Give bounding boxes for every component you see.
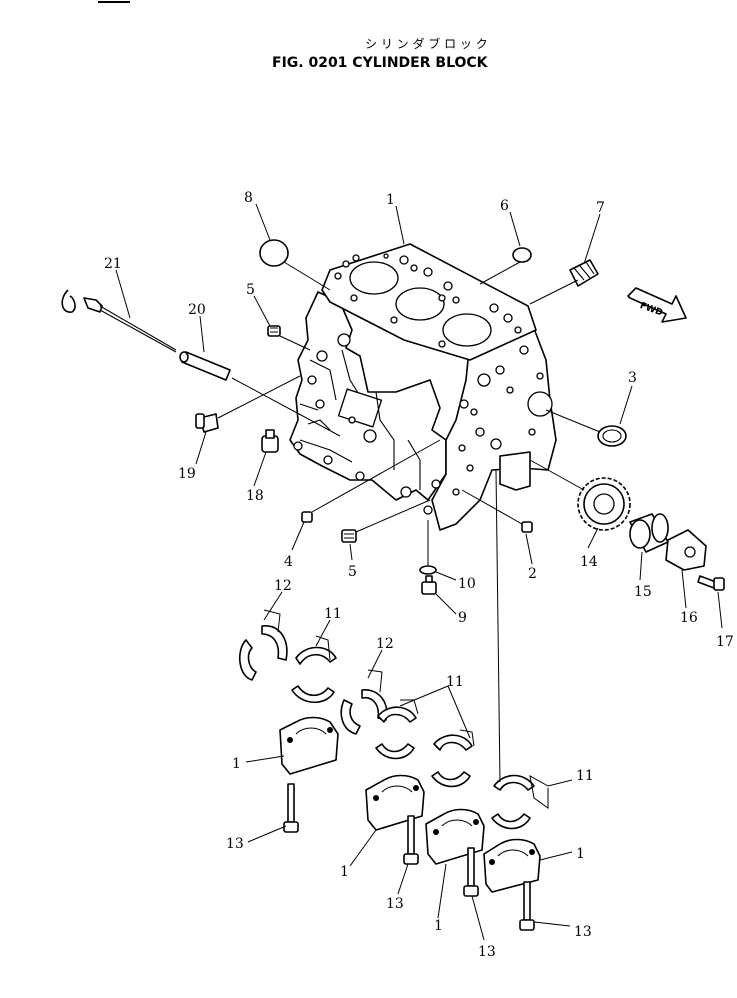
plug-part-4 bbox=[301, 511, 313, 523]
plug-part-9 bbox=[421, 575, 437, 595]
callout-1-cap-b: 1 bbox=[340, 864, 349, 880]
o-ring-part-8 bbox=[259, 239, 289, 267]
callout-14: 14 bbox=[580, 554, 598, 570]
callout-13-b: 13 bbox=[386, 896, 404, 912]
plug-part-19 bbox=[195, 413, 219, 433]
plug-part-7 bbox=[569, 259, 599, 287]
callout-1-block: 1 bbox=[386, 192, 395, 208]
bearing-cap-part-1-b bbox=[365, 774, 425, 831]
callout-1-cap-c: 1 bbox=[434, 918, 443, 934]
leader-lines bbox=[115, 203, 723, 941]
bolt-part-13-d bbox=[519, 881, 535, 931]
callout-12-b: 12 bbox=[376, 636, 394, 652]
callout-13-d: 13 bbox=[574, 924, 592, 940]
callout-20: 20 bbox=[188, 302, 206, 318]
callout-5-upper: 5 bbox=[246, 282, 255, 298]
cap-part-6 bbox=[512, 247, 532, 263]
callout-12-a: 12 bbox=[274, 578, 292, 594]
cylinder-bore-1 bbox=[349, 261, 399, 295]
bolt-part-13-a bbox=[283, 783, 299, 833]
bearing-cap-part-1-d bbox=[483, 838, 541, 893]
cylinder-bore-2 bbox=[395, 287, 445, 321]
pipe-part-20 bbox=[179, 351, 231, 381]
callout-8: 8 bbox=[244, 190, 253, 206]
thrust-washer-part-12-b bbox=[340, 689, 388, 735]
callout-9: 9 bbox=[458, 610, 467, 626]
callout-17: 17 bbox=[716, 634, 734, 650]
cylinder-bore-3 bbox=[442, 313, 492, 347]
callout-18: 18 bbox=[246, 488, 264, 504]
bushing-part-15 bbox=[629, 513, 669, 553]
callout-3: 3 bbox=[628, 370, 637, 386]
callout-10: 10 bbox=[458, 576, 476, 592]
callout-19: 19 bbox=[178, 466, 196, 482]
bolt-part-13-b bbox=[403, 815, 419, 865]
callout-11-a: 11 bbox=[324, 606, 342, 622]
callout-5-lower: 5 bbox=[348, 564, 357, 580]
callout-7: 7 bbox=[596, 200, 605, 216]
plug-part-5-upper bbox=[267, 325, 281, 337]
callout-1-cap-d: 1 bbox=[576, 846, 585, 862]
bearing-cap-part-1-a bbox=[279, 716, 339, 775]
oil-level-gauge-part-21 bbox=[61, 289, 177, 353]
callout-2: 2 bbox=[528, 566, 537, 582]
title-japanese: シ リ ン ダ ブ ロ ッ ク bbox=[365, 36, 488, 51]
bearing-cap-part-1-c bbox=[425, 808, 485, 865]
callout-6: 6 bbox=[500, 198, 509, 214]
callout-numbers: 1 8 6 7 21 20 5 3 19 18 4 5 10 9 2 14 15… bbox=[104, 190, 734, 960]
cylinder-block bbox=[289, 243, 557, 531]
callout-4: 4 bbox=[284, 554, 293, 570]
bearing-part-11-c bbox=[491, 774, 535, 830]
callout-13-c: 13 bbox=[478, 944, 496, 960]
page-title: FIG. 0201 CYLINDER BLOCK bbox=[272, 55, 489, 71]
gasket-part-10 bbox=[419, 565, 437, 575]
plug-part-2 bbox=[521, 521, 533, 533]
gear-part-14 bbox=[577, 477, 631, 531]
forward-arrow-icon: FWD bbox=[627, 287, 687, 323]
bearing-part-11-b bbox=[375, 706, 473, 788]
callout-21: 21 bbox=[104, 256, 122, 272]
bolt-part-17 bbox=[697, 575, 725, 591]
bushing-part-3 bbox=[597, 425, 627, 447]
bolt-part-13-c bbox=[463, 847, 479, 897]
housing-part-16 bbox=[665, 529, 707, 571]
callout-15: 15 bbox=[634, 584, 652, 600]
callout-1-cap-a: 1 bbox=[232, 756, 241, 772]
callout-11-c: 11 bbox=[576, 768, 594, 784]
callout-16: 16 bbox=[680, 610, 698, 626]
callout-13-a: 13 bbox=[226, 836, 244, 852]
bearing-part-11-a bbox=[291, 646, 337, 704]
plug-part-5-lower bbox=[341, 529, 357, 543]
callout-11-b: 11 bbox=[446, 674, 464, 690]
plug-part-18 bbox=[261, 429, 279, 453]
thrust-washer-part-12-a bbox=[239, 625, 288, 681]
